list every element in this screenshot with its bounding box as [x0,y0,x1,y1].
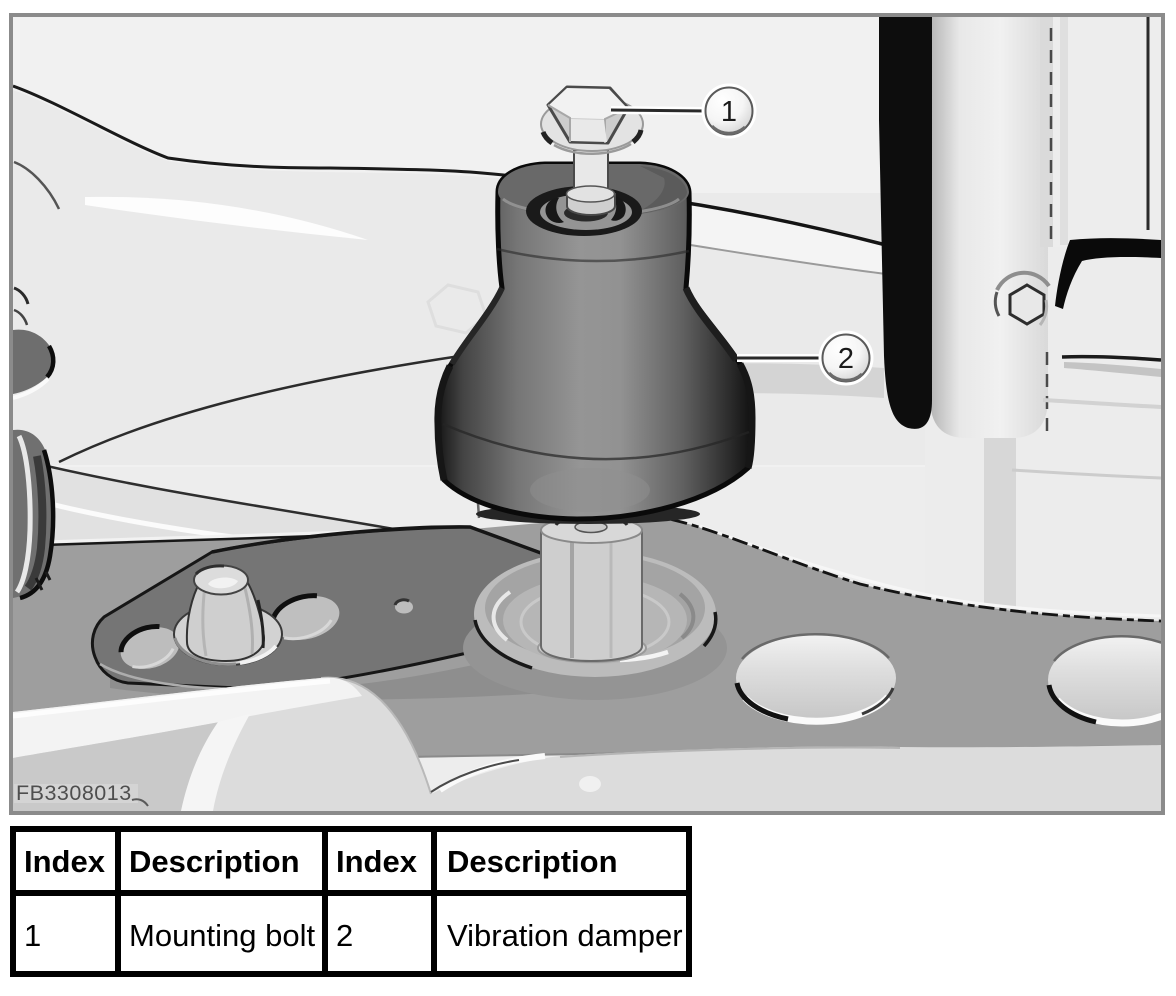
svg-text:FB3308013: FB3308013 [16,781,132,805]
svg-text:2: 2 [838,343,854,375]
svg-text:1: 1 [721,96,737,128]
